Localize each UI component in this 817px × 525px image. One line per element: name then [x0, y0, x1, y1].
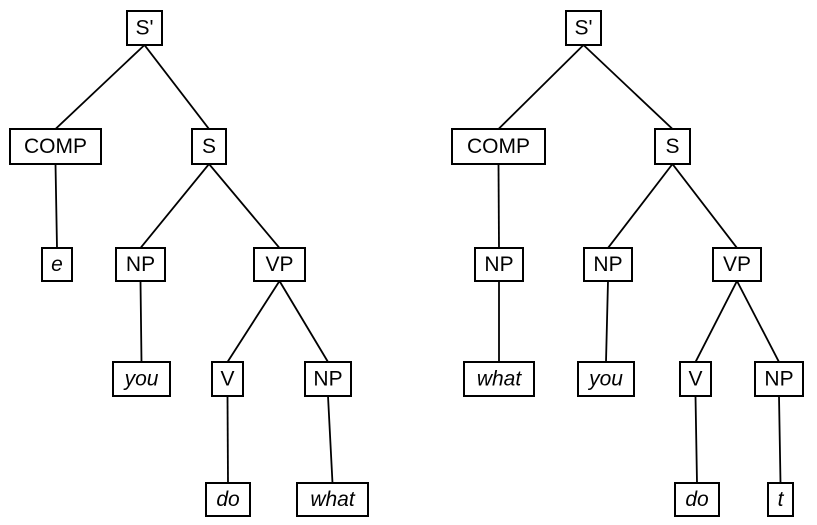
tree-edge-R-VP-to-R-V [694, 279, 739, 364]
tree-node-R-NP2: NP [754, 361, 804, 397]
tree-node-R-COMP: COMP [451, 128, 546, 165]
tree-edge-R-Sbar-to-R-S [582, 43, 674, 131]
tree-node-L-do: do [205, 482, 251, 517]
tree-edge-L-NP2-to-L-what [327, 395, 334, 484]
tree-node-L-e: e [41, 247, 73, 282]
tree-edge-L-NP1-to-L-you [139, 280, 143, 363]
node-box-R-you [577, 361, 635, 397]
node-box-L-V [211, 361, 244, 397]
node-label-L-COMP: COMP [24, 135, 87, 158]
node-label-L-VP: VP [265, 253, 293, 276]
node-label-R-do: do [685, 488, 709, 511]
tree-edge-L-V-to-L-do [226, 395, 229, 484]
node-label-L-S: S [202, 135, 216, 158]
node-box-L-COMP [9, 128, 102, 165]
tree-edge-R-NP2-to-R-t [778, 395, 782, 484]
node-label-R-COMP: COMP [467, 135, 530, 158]
tree-edge-L-VP-to-L-V [226, 279, 281, 364]
node-label-R-NP1: NP [593, 253, 622, 276]
tree-node-R-VP: VP [712, 247, 762, 282]
tree-edge-R-COMP-to-R-NP0 [497, 163, 500, 249]
tree-node-R-what: what [463, 361, 535, 397]
node-label-L-do: do [216, 488, 240, 511]
tree-node-L-Sbar: S' [126, 10, 163, 46]
node-box-L-S [191, 128, 227, 165]
node-box-L-you [112, 361, 171, 397]
tree-node-R-NP0: NP [474, 247, 524, 282]
node-box-R-t [767, 482, 794, 517]
tree-edge-R-VP-to-R-NP2 [735, 279, 781, 364]
node-box-R-do [674, 482, 720, 517]
tree-node-L-NP2: NP [304, 361, 352, 397]
tree-node-R-NP1: NP [583, 247, 633, 282]
node-label-L-e: e [51, 253, 63, 276]
tree-node-L-you: you [112, 361, 171, 397]
tree-nodes-surface-structure-tree: S' COMP S NP NP VP what you V NP do t [451, 10, 804, 517]
node-box-R-S [654, 128, 691, 165]
tree-node-L-NP1: NP [115, 247, 166, 282]
node-box-L-NP2 [304, 361, 352, 397]
node-label-R-t: t [778, 488, 785, 511]
node-label-R-VP: VP [723, 253, 751, 276]
tree-edge-L-Sbar-to-L-COMP [54, 43, 146, 131]
node-box-R-NP1 [583, 247, 633, 282]
tree-node-L-V: V [211, 361, 244, 397]
tree-node-L-what: what [296, 482, 369, 517]
tree-node-L-COMP: COMP [9, 128, 102, 165]
tree-edges-deep-structure-tree [54, 43, 334, 484]
node-label-L-you: you [123, 368, 159, 391]
node-label-L-what: what [310, 488, 356, 511]
node-box-R-what [463, 361, 535, 397]
node-box-R-VP [712, 247, 762, 282]
node-box-L-NP1 [115, 247, 166, 282]
tree-node-L-VP: VP [253, 247, 306, 282]
node-box-L-what [296, 482, 369, 517]
tree-edge-L-S-to-L-VP [207, 162, 281, 250]
node-label-R-what: what [477, 368, 523, 391]
tree-node-L-S: S [191, 128, 227, 165]
node-label-R-Sbar: S' [574, 17, 592, 40]
node-label-L-NP2: NP [313, 368, 342, 391]
node-box-R-V [679, 361, 712, 397]
tree-edge-R-S-to-R-NP1 [606, 162, 674, 250]
tree-edge-L-COMP-to-L-e [54, 163, 58, 249]
node-box-R-NP0 [474, 247, 524, 282]
node-label-L-NP1: NP [126, 253, 155, 276]
edges-layer [54, 43, 782, 484]
node-box-R-NP2 [754, 361, 804, 397]
tree-edge-L-VP-to-L-NP2 [278, 279, 330, 364]
node-label-R-V: V [688, 368, 702, 391]
tree-edge-L-S-to-L-NP1 [139, 162, 211, 250]
node-label-L-V: V [220, 368, 234, 391]
tree-edge-R-V-to-R-do [694, 395, 698, 484]
tree-edge-R-Sbar-to-R-COMP [497, 43, 585, 131]
tree-node-R-you: you [577, 361, 635, 397]
node-box-R-Sbar [565, 10, 602, 46]
tree-edges-surface-structure-tree [497, 43, 782, 484]
node-box-L-VP [253, 247, 306, 282]
tree-edge-L-Sbar-to-L-S [143, 43, 211, 131]
node-box-L-do [205, 482, 251, 517]
node-label-R-S: S [665, 135, 679, 158]
tree-edge-R-S-to-R-VP [671, 162, 739, 250]
tree-node-R-S: S [654, 128, 691, 165]
tree-node-R-V: V [679, 361, 712, 397]
node-label-R-NP0: NP [484, 253, 513, 276]
tree-edge-R-NP1-to-R-you [605, 280, 609, 363]
node-box-L-Sbar [126, 10, 163, 46]
tree-node-R-t: t [767, 482, 794, 517]
node-box-L-e [41, 247, 73, 282]
node-label-R-you: you [587, 368, 623, 391]
node-label-L-Sbar: S' [135, 17, 153, 40]
tree-node-R-do: do [674, 482, 720, 517]
node-label-R-NP2: NP [764, 368, 793, 391]
tree-node-R-Sbar: S' [565, 10, 602, 46]
node-box-R-COMP [451, 128, 546, 165]
